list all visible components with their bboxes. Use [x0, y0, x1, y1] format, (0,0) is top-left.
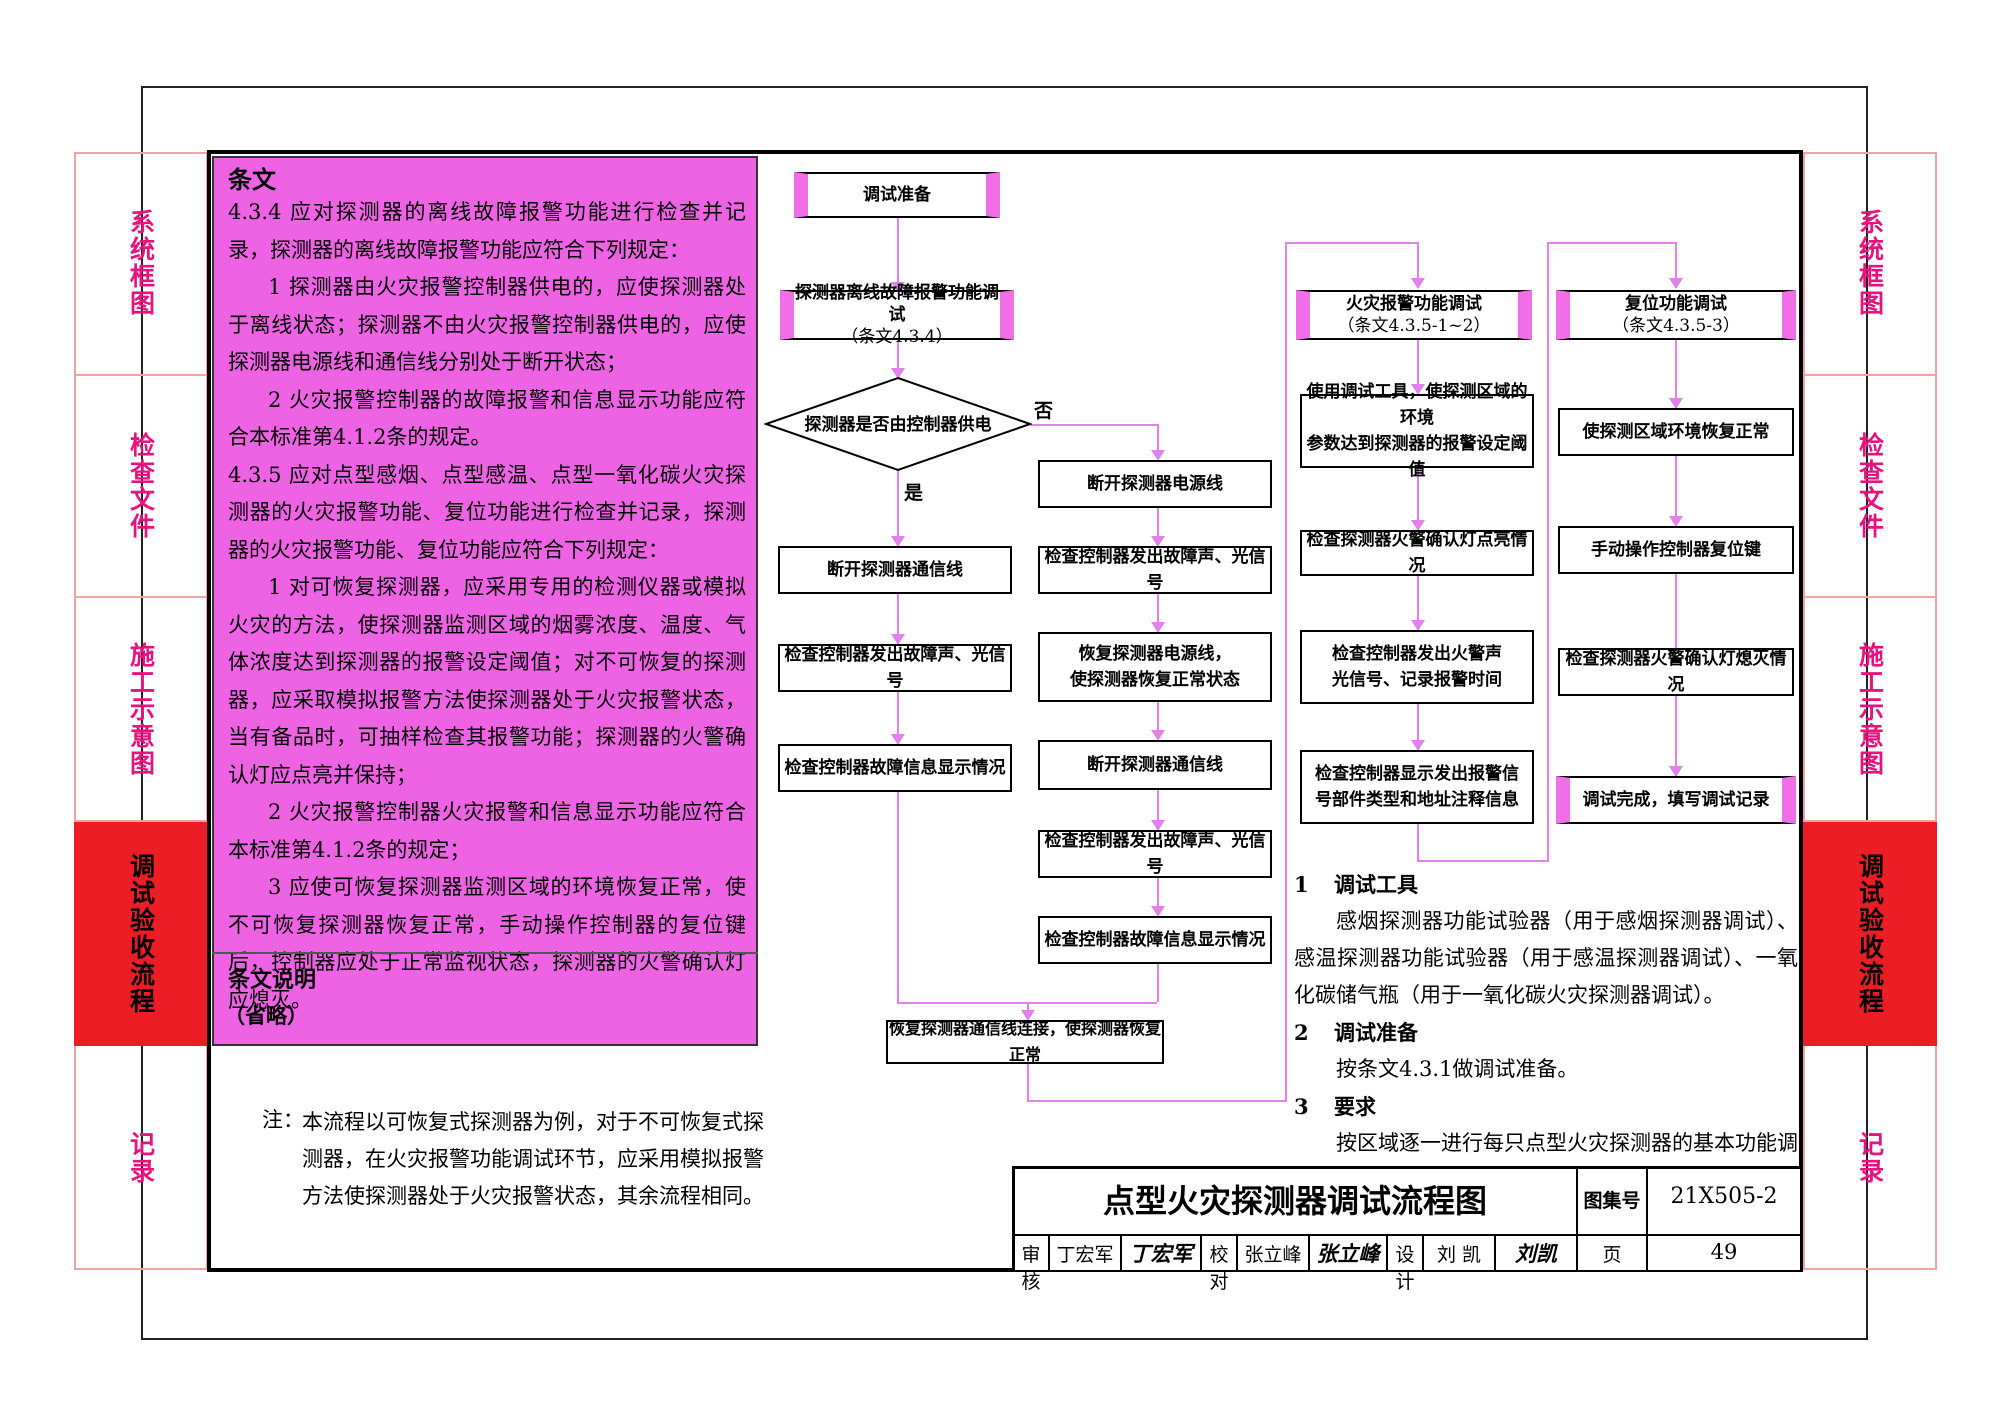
page-number: 49	[1710, 1240, 1738, 1264]
clause-paragraph: 2 火灾报警控制器的故障报警和信息显示功能应符合本标准第4.1.2条的规定。	[228, 387, 746, 450]
review-name: 丁宏军	[1056, 1244, 1114, 1266]
check-name: 张立峰	[1244, 1244, 1302, 1266]
footnote-prefix: 注：	[262, 1108, 304, 1132]
flow-decision-diamond	[764, 376, 1032, 472]
clause-heading: 条文	[228, 165, 276, 194]
flow-step-check-fault-signal-mid-2: 检查控制器发出故障声、光信号	[1038, 830, 1272, 878]
explanation-text: （省略）	[224, 1003, 308, 1028]
title-block-divider	[1012, 1234, 1800, 1236]
sheet-outer-frame	[141, 86, 1868, 1340]
right-tab-records[interactable]: 记录	[1855, 1131, 1885, 1185]
clause-paragraph: 1 探测器由火灾报警控制器供电的，应使探测器处于离线状态；探测器不由火灾报警控制…	[228, 275, 746, 374]
clause-divider	[212, 952, 758, 954]
flow-step-check-fault-info-left: 检查控制器故障信息显示情况	[778, 744, 1012, 792]
flow-step-restore-environment: 使探测区域环境恢复正常	[1558, 408, 1794, 456]
flow-step-check-fire-led-off: 检查探测器火警确认灯熄灭情况	[1558, 648, 1794, 696]
clause-paragraph: 4.3.4 应对探测器的离线故障报警功能进行检查并记录，探测器的离线故障报警功能…	[228, 200, 746, 262]
flow-step-offline-alarm-test: 探测器离线故障报警功能调试 （条文4.3.4）	[780, 283, 1014, 347]
check-label: 校对	[1209, 1244, 1229, 1293]
page-label: 页	[1602, 1244, 1622, 1266]
flow-step-disconnect-comm-left: 断开探测器通信线	[778, 546, 1012, 594]
title-block	[1012, 1166, 1800, 1270]
flow-step-reset-test: 复位功能调试 （条文4.3.5-3）	[1556, 290, 1796, 340]
left-tab-records[interactable]: 记录	[126, 1131, 156, 1185]
right-tab-system-diagram[interactable]: 系统框图	[1803, 152, 1937, 376]
offline-test-title: 探测器离线故障报警功能调试	[795, 283, 999, 325]
decision-no-label: 否	[1034, 400, 1054, 422]
atlas-number: 21X505-2	[1670, 1184, 1778, 1209]
flow-step-restore-comm: 恢复探测器通信线连接，使探测器恢复正常	[886, 1019, 1164, 1064]
flow-step-prep: 调试准备	[794, 172, 1000, 218]
footnote-text: 本流程以可恢复式探测器为例，对于不可恢复式探测器，在火灾报警功能调试环节，应采用…	[302, 1110, 764, 1208]
clause-paragraph: 4.3.5 应对点型感烟、点型感温、点型一氧化碳火灾探测器的火灾报警功能、复位功…	[228, 462, 746, 562]
flow-step-done: 调试完成，填写调试记录	[1556, 776, 1796, 824]
clause-body: 4.3.4 应对探测器的离线故障报警功能进行检查并记录，探测器的离线故障报警功能…	[228, 194, 746, 1019]
right-tab-commissioning-active[interactable]: 调试验收流程	[1803, 822, 1937, 1046]
flow-step-press-reset-key: 手动操作控制器复位键	[1558, 526, 1794, 574]
flow-step-check-fault-signal-left: 检查控制器发出故障声、光信号	[778, 644, 1012, 692]
atlas-label: 图集号	[1583, 1190, 1641, 1212]
review-label: 审核	[1021, 1244, 1041, 1293]
flow-step-restore-power: 恢复探测器电源线， 使探测器恢复正常状态	[1038, 632, 1272, 702]
left-tab-construction[interactable]: 施工示意图	[74, 598, 208, 822]
note-body: 感烟探测器功能试验器（用于感烟探测器调试）、感温探测器功能试验器（用于感温探测器…	[1294, 909, 1798, 1007]
flow-step-check-fire-alarm-signal: 检查控制器发出火警声 光信号、记录报警时间	[1300, 630, 1534, 704]
design-signature: 刘凯	[1515, 1241, 1557, 1266]
offline-test-clause: （条文4.3.4）	[841, 327, 953, 347]
flow-step-check-alarm-display: 检查控制器显示发出报警信 号部件类型和地址注释信息	[1300, 750, 1534, 824]
drawing-title: 点型火灾探测器调试流程图	[1102, 1182, 1487, 1220]
left-tab-system-diagram[interactable]: 系统框图	[74, 152, 208, 376]
note-body: 按条文4.3.1做调试准备。	[1336, 1057, 1579, 1081]
flow-step-disconnect-power: 断开探测器电源线	[1038, 460, 1272, 508]
fire-test-title: 火灾报警功能调试	[1346, 294, 1482, 314]
check-signature: 张立峰	[1316, 1241, 1380, 1266]
flow-step-check-fault-info-mid: 检查控制器故障信息显示情况	[1038, 916, 1272, 964]
flow-step-check-fault-signal-mid: 检查控制器发出故障声、光信号	[1038, 546, 1272, 594]
reset-test-clause: （条文4.3.5-3）	[1612, 316, 1740, 336]
fire-test-clause: （条文4.3.5-1~2）	[1337, 316, 1491, 336]
clause-paragraph: 2 火灾报警控制器火灾报警和信息显示功能应符合本标准第4.1.2条的规定；	[228, 800, 746, 862]
flow-decision-text: 探测器是否由控制器供电	[804, 415, 992, 435]
explanation-heading: 条文说明	[228, 967, 317, 993]
review-signature: 丁宏军	[1129, 1241, 1193, 1266]
flow-step-disconnect-comm-mid: 断开探测器通信线	[1038, 740, 1272, 790]
right-tab-construction[interactable]: 施工示意图	[1803, 598, 1937, 822]
flow-step-fire-alarm-test: 火灾报警功能调试 （条文4.3.5-1~2）	[1296, 290, 1532, 340]
clause-paragraph: 3 应使可恢复探测器监测区域的环境恢复正常，使不可恢复探测器恢复正常，手动操作控…	[228, 875, 746, 1012]
flow-step-check-fire-led-on: 检查探测器火警确认灯点亮情况	[1300, 530, 1534, 576]
clause-text-panel	[212, 156, 758, 1046]
left-tab-inspection-docs[interactable]: 检查文件	[74, 376, 208, 598]
reset-test-title: 复位功能调试	[1625, 294, 1727, 314]
right-tab-frame	[1803, 152, 1937, 1270]
clause-paragraph: 1 对可恢复探测器，应采用专用的检测仪器或模拟火灾的方法，使探测器监测区域的烟雾…	[228, 575, 746, 787]
design-name: 刘 凯	[1436, 1244, 1482, 1266]
left-tab-commissioning-active[interactable]: 调试验收流程	[74, 822, 208, 1046]
right-tab-inspection-docs[interactable]: 检查文件	[1803, 376, 1937, 598]
decision-yes-label: 是	[904, 482, 924, 504]
design-label: 设计	[1395, 1244, 1415, 1293]
flow-step-use-test-tool: 使用调试工具，使探测区域的环境 参数达到探测器的报警设定阈值	[1300, 382, 1534, 480]
